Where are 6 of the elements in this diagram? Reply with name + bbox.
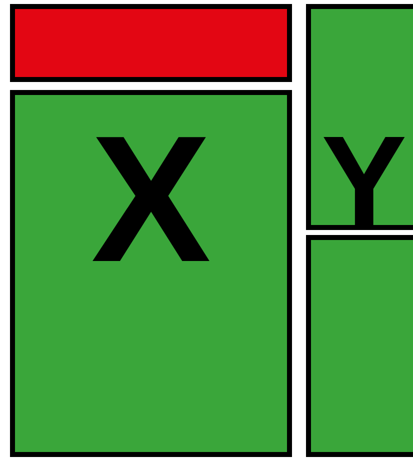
panel-letter: X xyxy=(90,110,212,290)
panel xyxy=(10,90,292,457)
panel xyxy=(306,4,413,230)
panel xyxy=(306,235,413,457)
panel-letter: Y xyxy=(320,118,408,246)
header-bar xyxy=(10,4,292,82)
